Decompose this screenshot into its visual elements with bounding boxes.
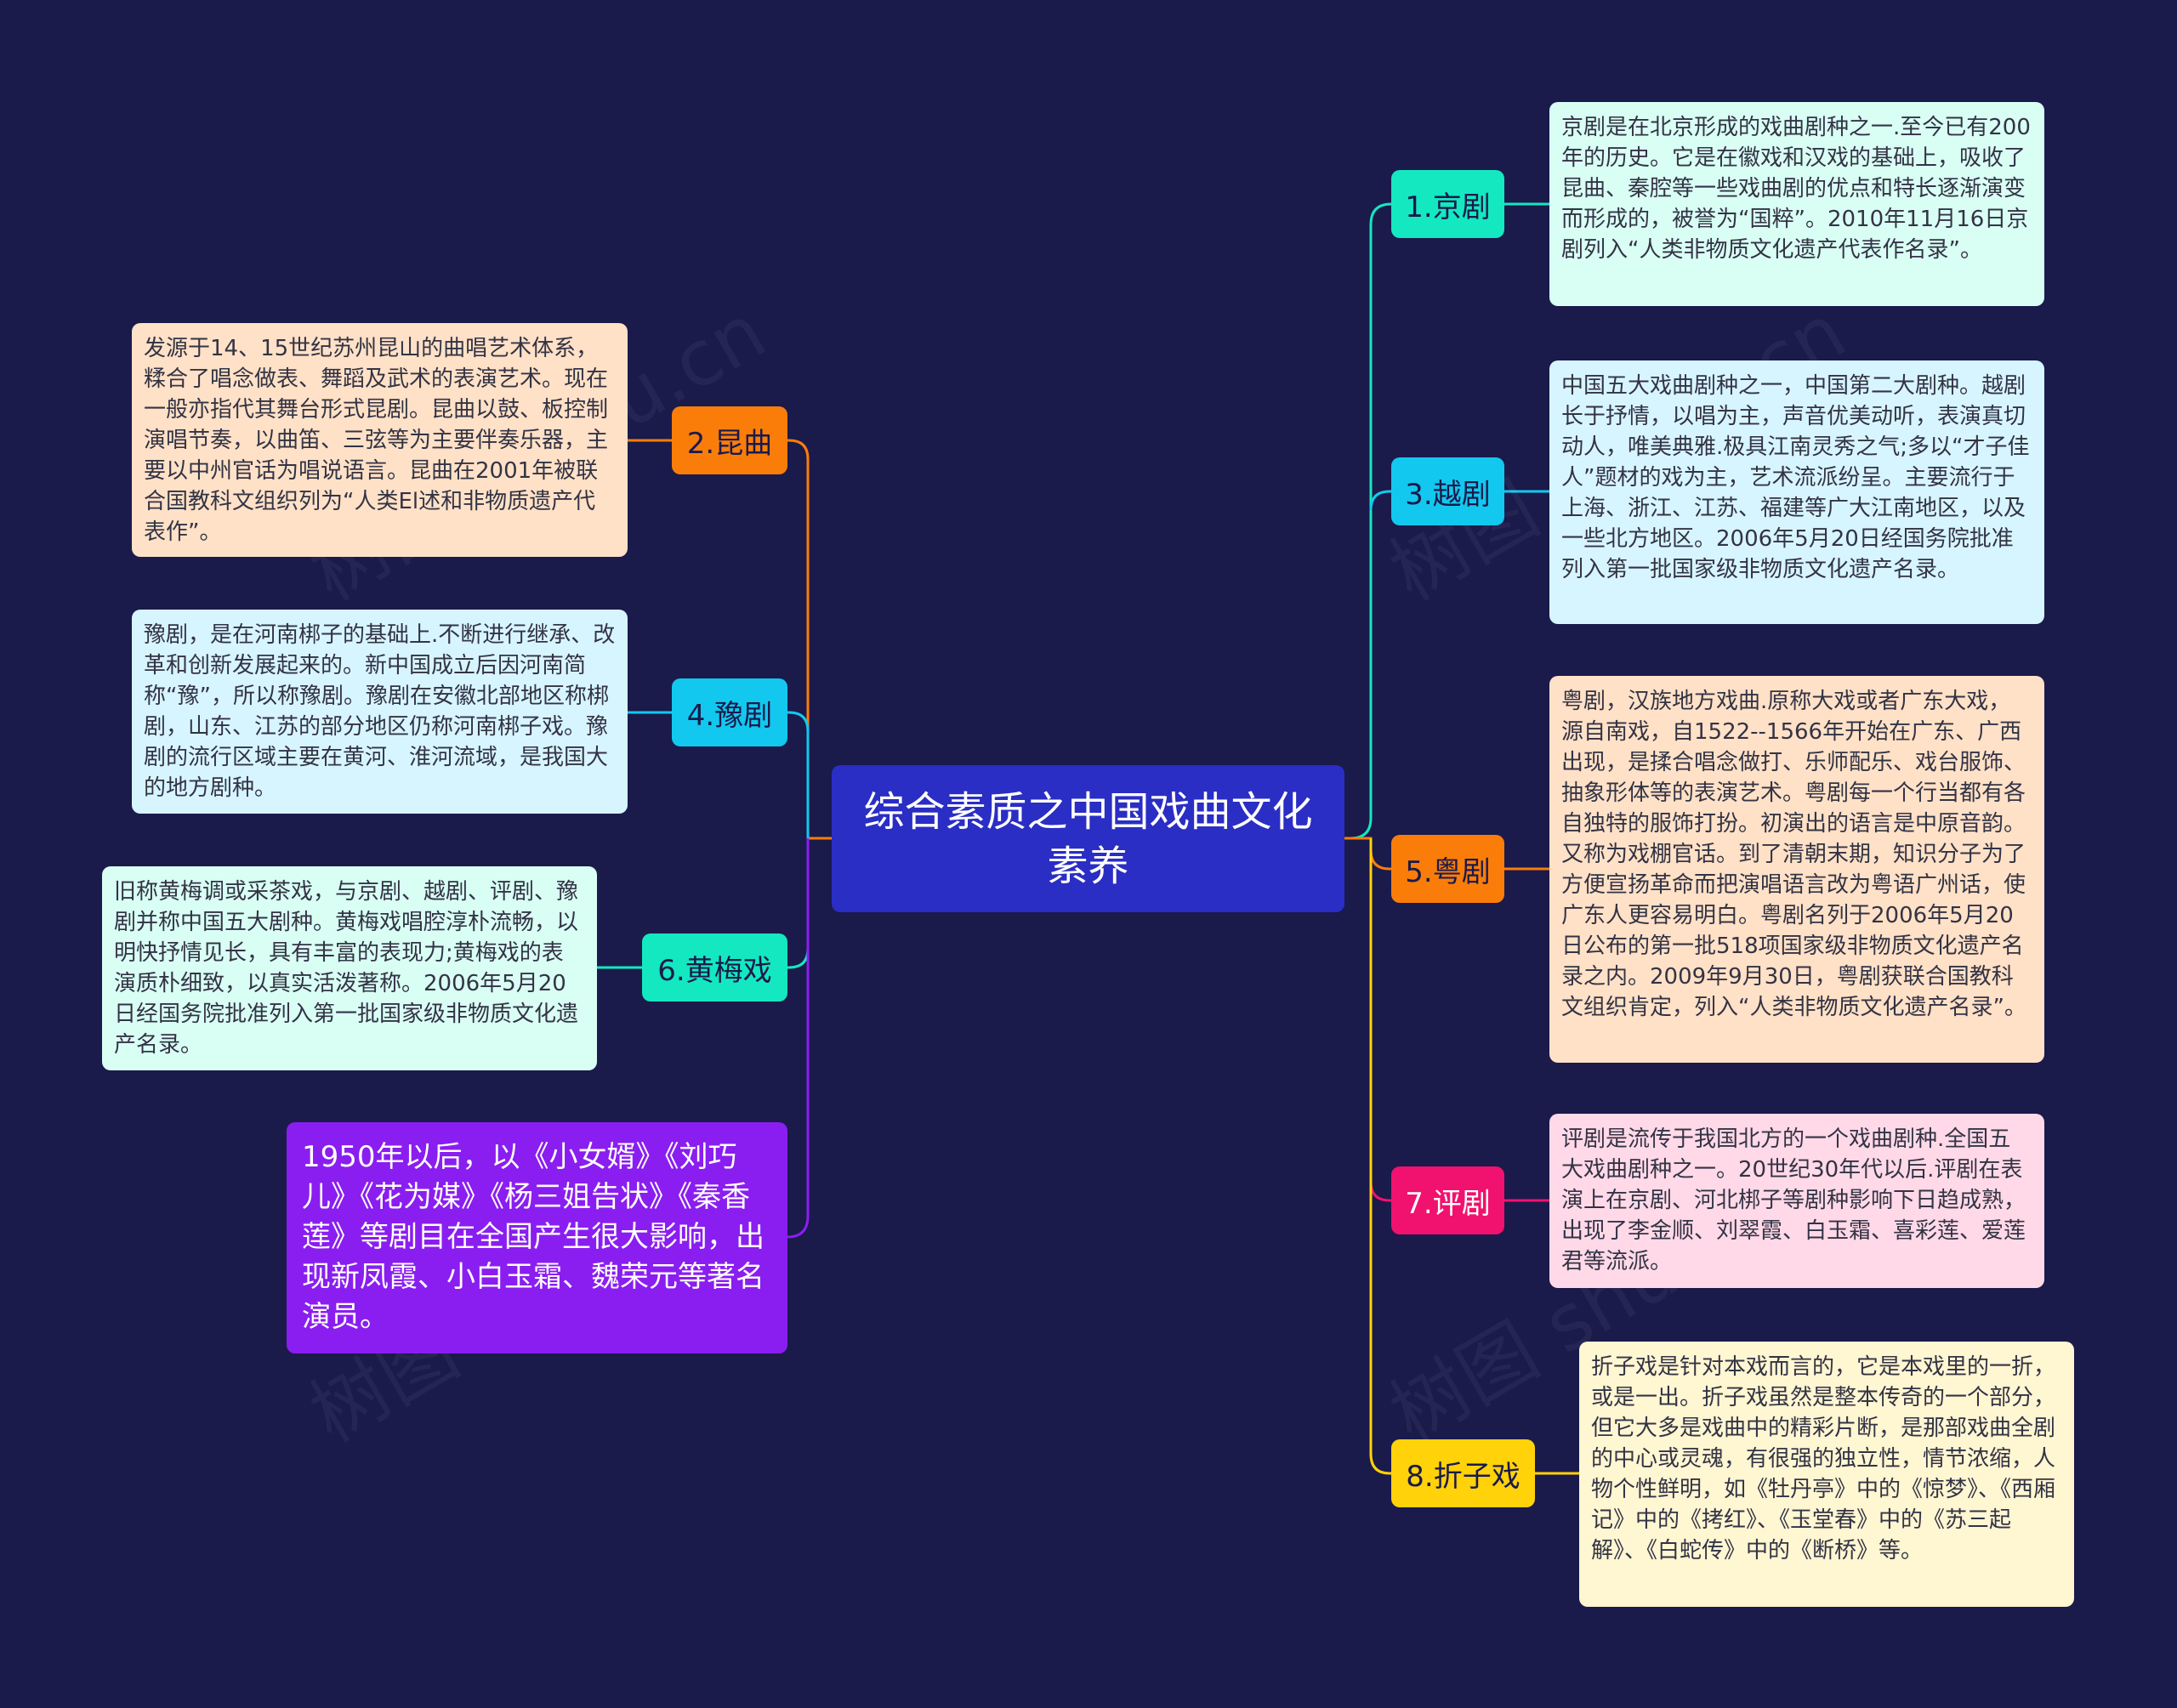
note-jingju: 京剧是在北京形成的戏曲剧种之一.至今已有200年的历史。它是在徽戏和汉戏的基础上… [1549, 102, 2044, 306]
link-kunqu [787, 439, 832, 840]
branch-yuju[interactable]: 4.豫剧 [672, 678, 787, 746]
branch-huangmei[interactable]: 6.黄梅戏 [642, 933, 787, 1002]
note-extra: 1950年以后，以《小女婿》《刘巧儿》《花为媒》《杨三姐告状》《秦香莲》等剧目在… [287, 1122, 787, 1353]
branch-zhezi[interactable]: 8.折子戏 [1391, 1439, 1535, 1507]
note-huangmei: 旧称黄梅调或采茶戏，与京剧、越剧、评剧、豫剧并称中国五大剧种。黄梅戏唱腔淳朴流畅… [102, 866, 597, 1070]
link-jingju [1344, 202, 1392, 840]
branch-kunqu[interactable]: 2.昆曲 [672, 406, 787, 474]
note-pingju: 评剧是流传于我国北方的一个戏曲剧种.全国五大戏曲剧种之一。20世纪30年代以后.… [1549, 1114, 2044, 1288]
note-kunqu: 发源于14、15世纪苏州昆山的曲唱艺术体系，糅合了唱念做表、舞蹈及武术的表演艺术… [132, 323, 628, 557]
branch-jingju[interactable]: 1.京剧 [1391, 170, 1504, 238]
link-pingju [1369, 838, 1391, 1202]
link-yuju [787, 711, 810, 838]
link-extra [787, 838, 810, 1239]
note-yueju2: 粤剧，汉族地方戏曲.原称大戏或者广东大戏，源自南戏，自1522--1566年开始… [1549, 676, 2044, 1063]
link-yueju [1369, 490, 1391, 511]
center-topic[interactable]: 综合素质之中国戏曲文化素养 [832, 765, 1344, 912]
note-zhezi: 折子戏是针对本戏而言的，它是本戏里的一折，或是一出。折子戏虽然是整本传奇的一个部… [1579, 1342, 2074, 1607]
link-zhezi [1369, 838, 1391, 1475]
branch-pingju[interactable]: 7.评剧 [1391, 1166, 1504, 1234]
branch-yueju[interactable]: 3.越剧 [1391, 457, 1504, 525]
branch-yueju2[interactable]: 5.粤剧 [1391, 835, 1504, 903]
link-yueju2 [1344, 837, 1391, 871]
link-huangmei [787, 838, 810, 969]
note-yuju: 豫剧，是在河南梆子的基础上.不断进行继承、改革和创新发展起来的。新中国成立后因河… [132, 610, 628, 814]
note-yueju: 中国五大戏曲剧种之一，中国第二大剧种。越剧长于抒情，以唱为主，声音优美动听，表演… [1549, 360, 2044, 624]
